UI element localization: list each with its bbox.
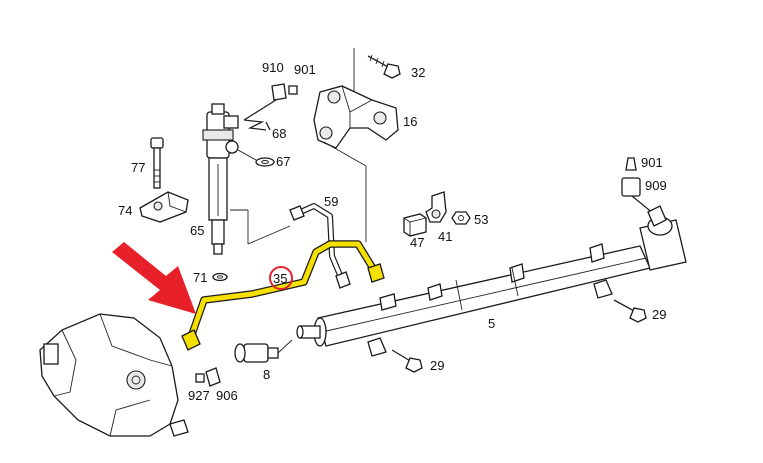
nut-part-53 <box>451 211 471 225</box>
label-16: 16 <box>403 114 417 129</box>
bolt-part-32 <box>367 54 401 79</box>
label-909: 909 <box>645 178 667 193</box>
label-65: 65 <box>190 223 204 238</box>
label-77: 77 <box>131 160 145 175</box>
connector-part-910 <box>243 83 298 121</box>
label-67: 67 <box>276 154 290 169</box>
seal-ring-part-67 <box>237 149 275 167</box>
callout-circle-part-35 <box>269 266 293 290</box>
washer-part-71 <box>212 272 228 282</box>
bolt-part-77 <box>150 137 164 189</box>
clip-part-68 <box>243 119 271 131</box>
clamp-part-74 <box>139 191 189 223</box>
label-74: 74 <box>118 203 132 218</box>
label-910: 910 <box>262 60 284 75</box>
bracket-part-41 <box>425 191 447 223</box>
label-5: 5 <box>488 316 495 331</box>
label-927: 927 <box>188 388 210 403</box>
bracket-part-16 <box>313 85 399 149</box>
pressure-sensor-part-8 <box>234 339 293 363</box>
fuel-pipe-part-59 <box>289 203 351 289</box>
pointer-arrow <box>112 242 196 314</box>
label-47: 47 <box>410 235 424 250</box>
label-68: 68 <box>272 126 286 141</box>
label-53: 53 <box>474 212 488 227</box>
label-35: 35 <box>273 271 287 286</box>
label-901-sensor: 901 <box>641 155 663 170</box>
label-906: 906 <box>216 388 238 403</box>
cap-part-47 <box>403 213 427 237</box>
label-41: 41 <box>438 229 452 244</box>
label-901: 901 <box>294 62 316 77</box>
sensor-connector-part-909 <box>621 157 655 215</box>
bolt-part-29-lower <box>391 349 423 373</box>
fuel-rail-part-5 <box>296 205 687 357</box>
label-71: 71 <box>193 270 207 285</box>
fuel-injector-part-65 <box>202 103 239 255</box>
label-29-right: 29 <box>652 307 666 322</box>
label-32: 32 <box>411 65 425 80</box>
bolt-part-29-right <box>613 299 647 323</box>
high-pressure-pump <box>39 313 189 437</box>
label-29-lower: 29 <box>430 358 444 373</box>
fuel-pipe-part-35-highlighted <box>181 240 385 351</box>
label-8: 8 <box>263 367 270 382</box>
label-59: 59 <box>324 194 338 209</box>
connector-part-906 <box>195 367 221 387</box>
